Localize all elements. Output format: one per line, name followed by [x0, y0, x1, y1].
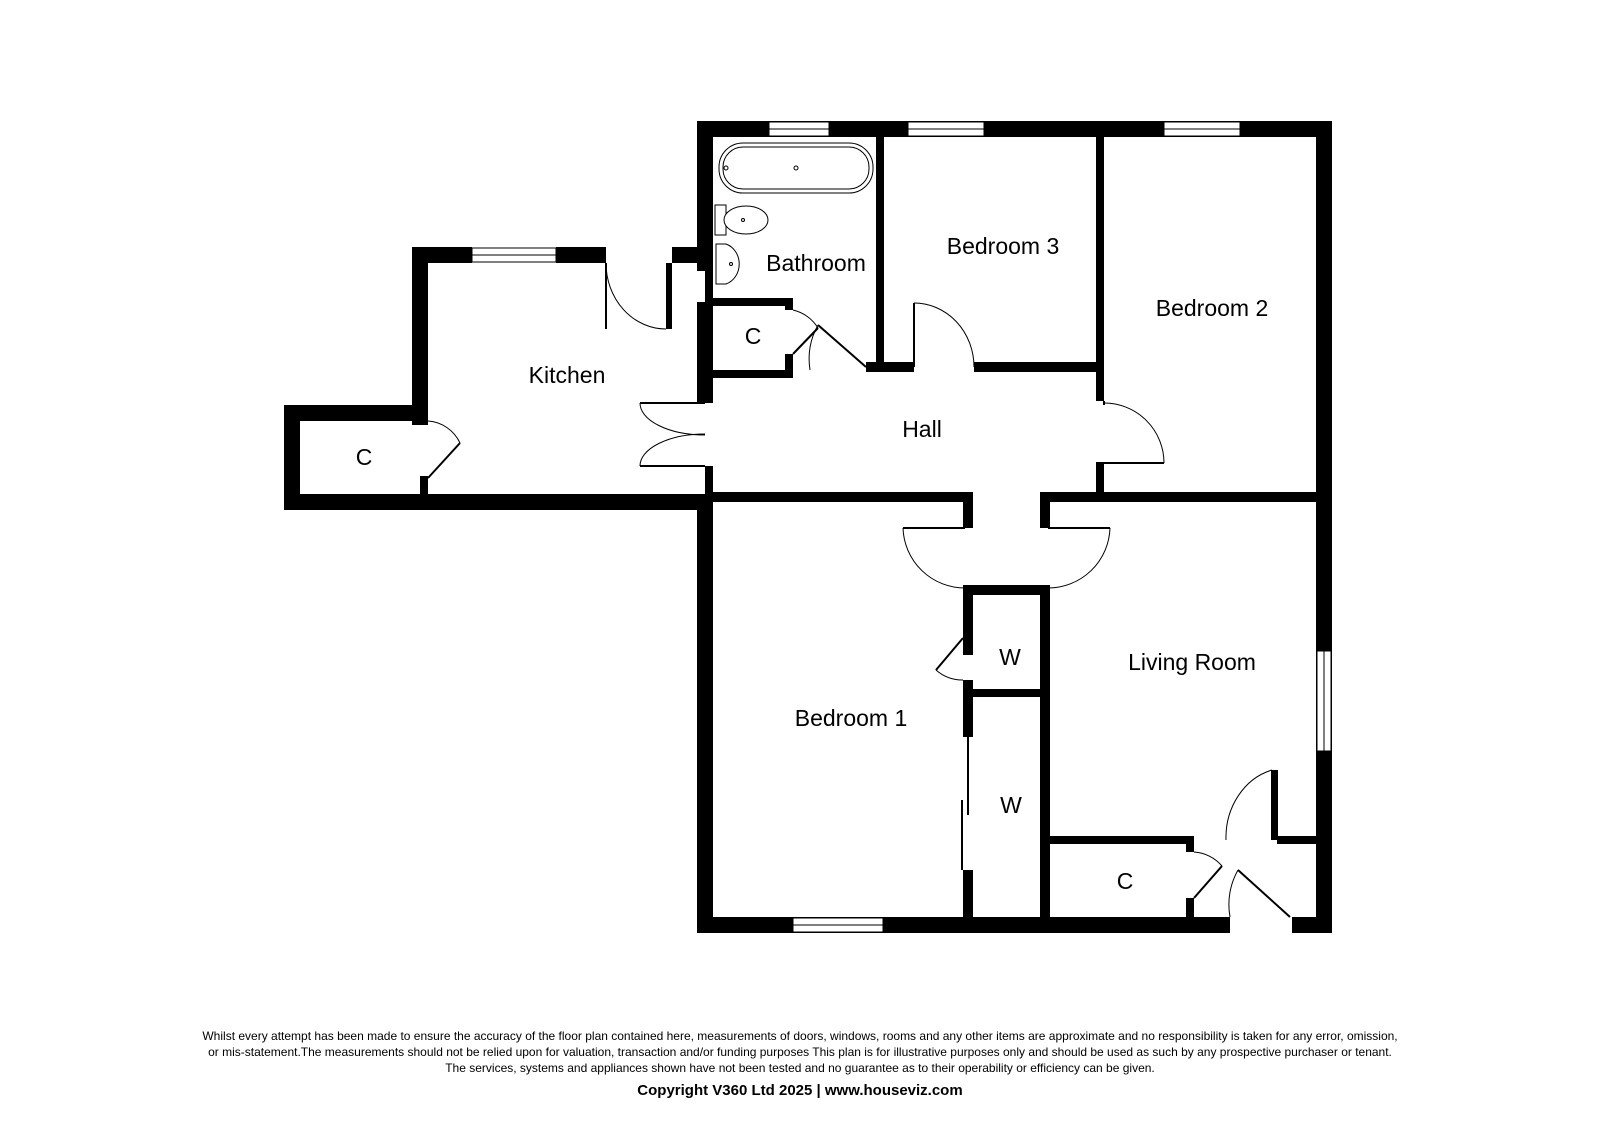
disclaimer: Whilst every attempt has been made to en… [100, 1028, 1500, 1076]
label-bedroom-2: Bedroom 2 [1156, 295, 1269, 321]
label-wardrobe-lower: W [1000, 792, 1022, 818]
disclaimer-line-2: or mis-statement.The measurements should… [208, 1045, 1392, 1059]
label-wardrobe-upper: W [999, 644, 1021, 670]
label-cupboard-bathroom: C [745, 323, 762, 349]
room-labels: Bathroom Bedroom 3 Bedroom 2 Kitchen Hal… [356, 233, 1269, 894]
label-bedroom-3: Bedroom 3 [947, 233, 1060, 259]
exterior-walls [284, 121, 1332, 933]
copyright: Copyright V360 Ltd 2025 | www.houseviz.c… [637, 1082, 963, 1099]
disclaimer-line-1: Whilst every attempt has been made to en… [202, 1029, 1398, 1043]
label-bathroom: Bathroom [766, 250, 866, 276]
label-cupboard-living: C [1117, 868, 1134, 894]
bathroom-fixtures [714, 142, 874, 285]
label-cupboard-kitchen: C [356, 444, 373, 470]
label-bedroom-1: Bedroom 1 [795, 705, 908, 731]
doors [427, 262, 1291, 918]
label-living-room: Living Room [1128, 649, 1256, 675]
label-kitchen: Kitchen [529, 362, 606, 388]
label-hall: Hall [902, 416, 942, 442]
disclaimer-line-3: The services, systems and appliances sho… [445, 1061, 1155, 1075]
windows [471, 121, 1332, 933]
interior-walls [420, 137, 1322, 918]
